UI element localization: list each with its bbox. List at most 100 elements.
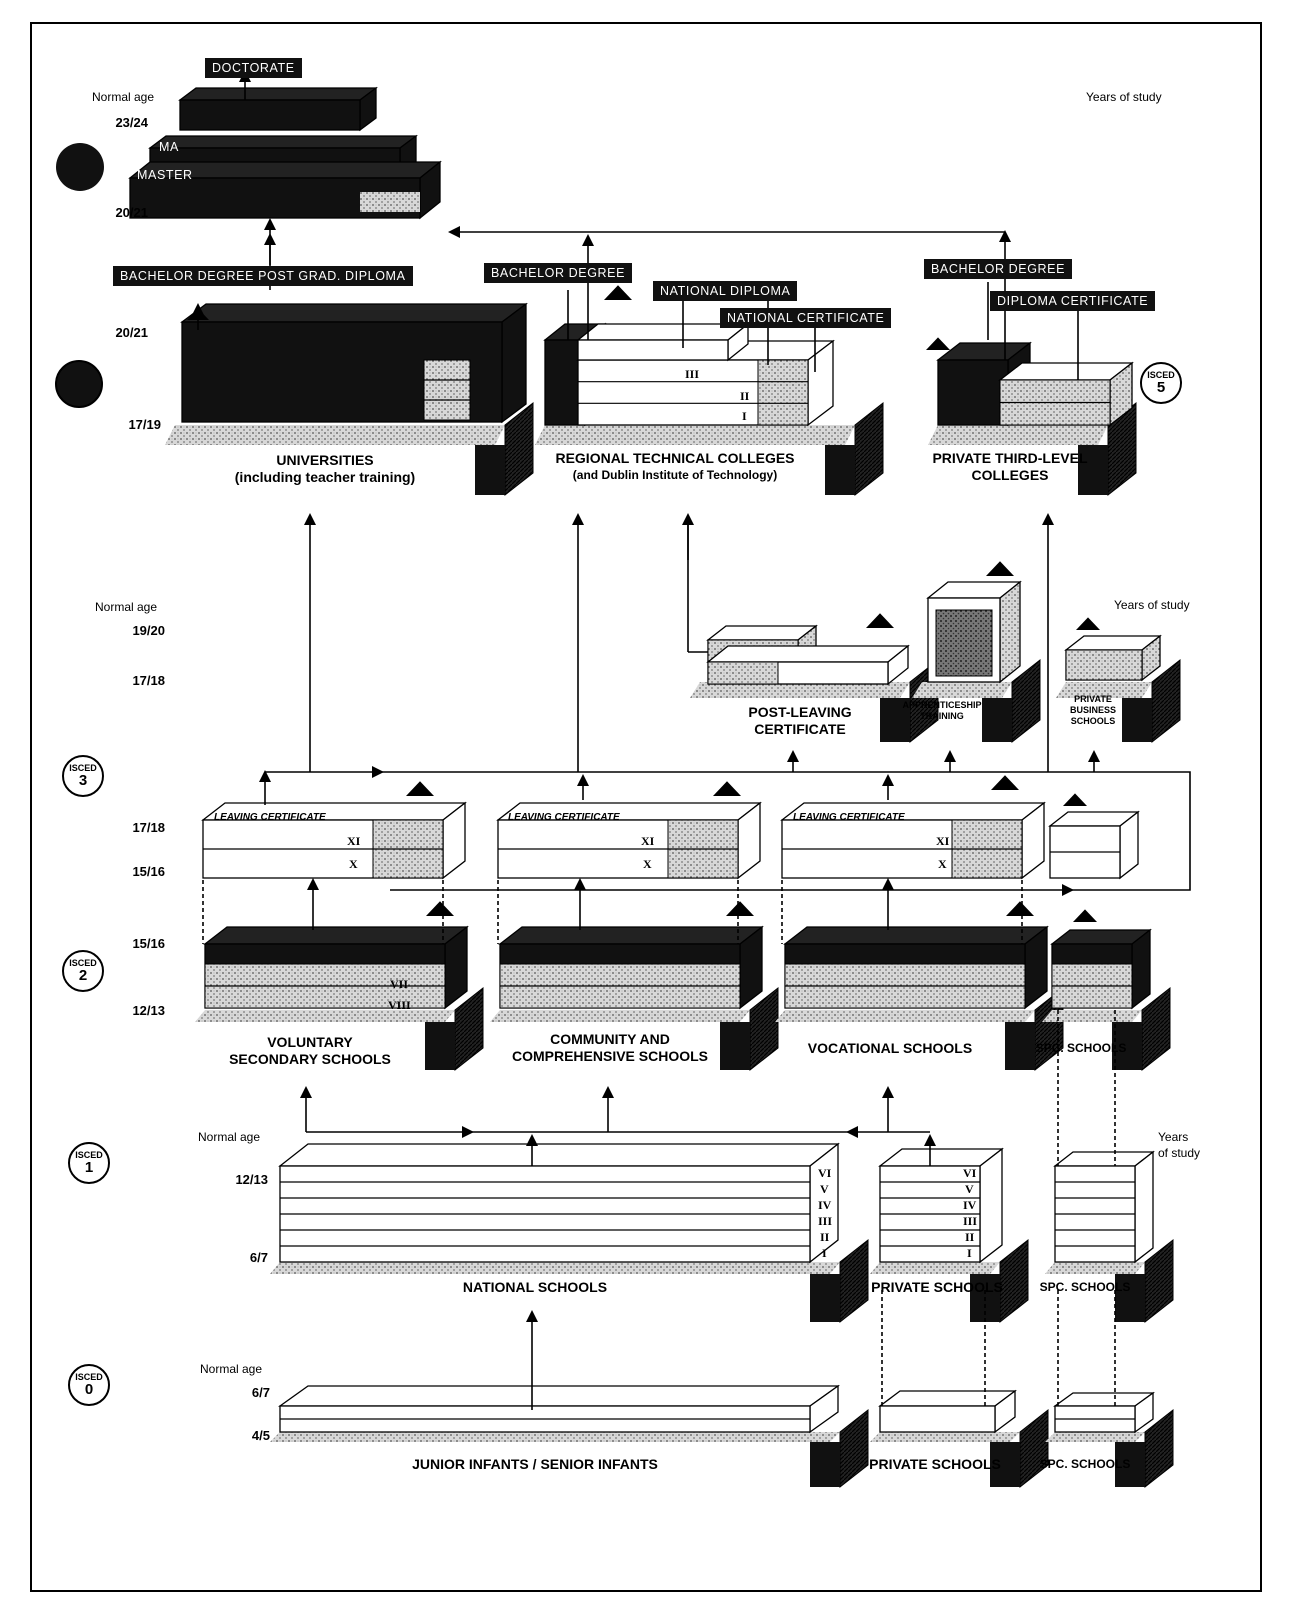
community-comprehensive-label: COMMUNITY AND COMPREHENSIVE SCHOOLS [490,1031,730,1065]
leaving-certificate-label: LEAVING CERTIFICATE [793,812,905,823]
platform-surface [870,1262,1000,1274]
junior-up-arrow-head [882,878,894,890]
block-top-face [180,88,376,100]
year-numeral: IV [963,1198,976,1213]
private-entry-triangle [926,337,950,350]
doctorate-block [180,88,376,130]
year-numeral: IV [818,1198,831,1213]
block-side-face [502,304,526,422]
age-label: 23/24 [78,115,148,130]
platform-front-edge [810,1442,840,1487]
primary-pathway-arrowhead [846,1126,858,1138]
block-top-face [880,1391,1015,1406]
junior-triangle [726,901,754,916]
year-numeral: XI [347,834,360,849]
junior-up-arrow-head [574,878,586,890]
normal-age-heading: Normal age [198,1130,260,1144]
age-label: 17/18 [95,673,165,688]
business-triangle [1076,617,1100,630]
platform-edge [1145,1240,1173,1322]
platform-surface [165,425,505,445]
platform-front-edge [475,445,505,495]
year-numeral: III [818,1214,832,1229]
isced-0-badge: ISCED0 [68,1364,110,1406]
post-leaving-certificate-label: POST-LEAVING CERTIFICATE [720,704,880,738]
year-numeral: II [740,389,749,404]
block-front-face [578,340,728,360]
block-top-face [500,927,762,944]
junior-triangle [1073,909,1097,922]
age-label: 12/13 [198,1172,268,1187]
block-top-face [182,304,526,322]
years-of-study-heading: Years of study [1114,598,1190,612]
national-certificate-tag: NATIONAL CERTIFICATE [720,308,891,328]
year-numeral: III [685,367,699,382]
spc-infants-block [1055,1393,1153,1432]
platform-edge [1020,1410,1048,1487]
year-numeral: VIII [388,998,411,1013]
infants-to-national-arrow-head [526,1310,538,1322]
block-top-face [280,1144,838,1166]
block-top-face [1000,363,1132,380]
age-label: 15/16 [95,864,165,879]
spc-infants-label: SPC. SCHOOLS [1030,1456,1140,1473]
year-numeral: XI [641,834,654,849]
apprentice-up-arrow-head [944,750,956,762]
year-numeral: V [965,1182,974,1197]
vocational-schools-label: VOCATIONAL SCHOOLS [790,1040,990,1057]
platform-surface [912,682,1012,698]
year-numeral: X [938,857,947,872]
years-heading: Years [1158,1130,1188,1144]
private-bachelor-tag: BACHELOR DEGREE [924,259,1072,279]
block-top-face [280,1386,838,1406]
private-business-schools-label: PRIVATE BUSINESS SCHOOLS [1058,694,1128,727]
isced-5-badge: ISCED5 [1140,362,1182,404]
platform-edge [455,988,483,1070]
private-access-arrow-head [1042,513,1054,525]
junior-triangle [1006,901,1034,916]
platform-surface [195,1010,455,1022]
regional-technical-colleges-label: REGIONAL TECHNICAL COLLEGES (and Dublin … [530,450,820,484]
platform-surface [535,425,855,445]
block-front-face [880,1406,995,1432]
year-numeral: X [349,857,358,872]
diploma-certificate-tag: DIPLOMA CERTIFICATE [990,291,1155,311]
university-bachelor-arrow-head [264,233,276,245]
rtc-block-top [578,324,748,360]
year-numeral: XI [936,834,949,849]
platform-edge [1012,660,1040,742]
normal-age-heading: Normal age [92,90,154,104]
business-up-arrow-head [1088,750,1100,762]
univ-access-arrow-head [304,513,316,525]
platform-front-edge [810,1274,840,1322]
normal-age-heading: Normal age [200,1362,262,1376]
platform-edge [750,988,778,1070]
block-side-face [980,1149,1002,1262]
year-numeral: VII [390,977,408,992]
year-numeral: I [967,1246,972,1261]
isced-badge-level-unmarked [56,143,104,191]
private-schools-label: PRIVATE SCHOOLS [862,1279,1012,1296]
apprenticeship-core [936,610,992,676]
rtc-bachelor-tag: BACHELOR DEGREE [484,263,632,283]
age-label: 12/13 [95,1003,165,1018]
block-front-face [938,360,1008,425]
spc-senior-block [1050,812,1138,878]
platform-edge [1142,988,1170,1070]
infants-block [280,1386,838,1432]
senior-triangle [406,781,434,796]
national-schools-block [280,1144,838,1262]
senior-up-arrow-head [577,774,589,786]
isced-badge-level-unmarked [55,360,103,408]
year-numeral: VI [963,1166,976,1181]
junior-triangle [426,901,454,916]
platform-surface [270,1262,840,1274]
isced-2-badge: ISCED2 [62,950,104,992]
platform-surface [1045,1262,1145,1274]
leaving-certificate-label: LEAVING CERTIFICATE [508,812,620,823]
private-infants-label: PRIVATE SCHOOLS [850,1456,1020,1473]
voluntary-secondary-label: VOLUNTARY SECONDARY SCHOOLS [190,1034,430,1068]
private-up-arrow-head [924,1134,936,1146]
platform-surface [775,1010,1035,1022]
